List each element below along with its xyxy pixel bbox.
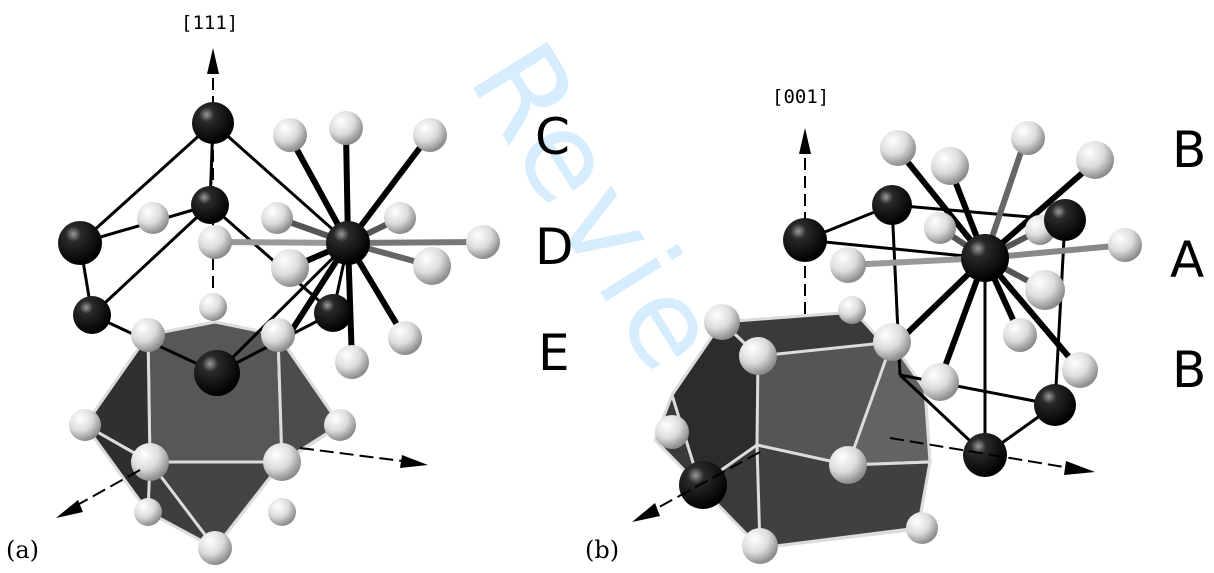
light-atom xyxy=(1062,352,1098,388)
light-atom xyxy=(704,304,740,340)
light-atom xyxy=(838,296,866,324)
light-atoms-b xyxy=(655,121,1142,564)
light-atom xyxy=(924,212,956,244)
dark-atom xyxy=(73,296,111,334)
dark-atoms-a xyxy=(58,102,370,396)
light-atom xyxy=(271,249,309,287)
dark-atom xyxy=(58,221,102,265)
light-atom xyxy=(1003,318,1037,352)
light-atom xyxy=(324,409,356,441)
light-atom xyxy=(388,321,422,355)
light-atom xyxy=(261,318,295,352)
light-atom xyxy=(873,323,911,361)
dark-atoms-b xyxy=(679,185,1086,509)
light-atom xyxy=(261,202,293,234)
light-atom xyxy=(921,363,959,401)
light-atom xyxy=(69,409,101,441)
dark-atom xyxy=(1034,384,1076,426)
axis-b-left-arrow-icon xyxy=(632,503,660,522)
light-atom xyxy=(199,293,227,321)
dark-atom xyxy=(194,350,240,396)
dark-atom xyxy=(872,185,912,225)
axis-label-111: [111] xyxy=(181,12,239,34)
panel-a xyxy=(56,48,500,565)
layer-label-a-bottom: E xyxy=(538,324,570,382)
light-atom xyxy=(335,345,369,379)
axis-a-right xyxy=(299,447,411,463)
axis-111-arrow-icon xyxy=(207,48,219,74)
light-atom xyxy=(131,318,165,352)
panel-b xyxy=(632,121,1142,564)
dark-atom xyxy=(192,102,234,144)
light-atom xyxy=(931,147,969,185)
dark-atom xyxy=(326,221,370,265)
axis-b-left xyxy=(649,451,761,513)
light-atom xyxy=(1076,141,1114,179)
dark-atom xyxy=(191,186,229,224)
dark-atom xyxy=(963,433,1007,477)
light-atom xyxy=(1108,228,1142,262)
dark-atom xyxy=(783,218,827,262)
light-atom xyxy=(198,531,232,565)
axis-label-001: [001] xyxy=(772,86,830,108)
light-atom xyxy=(1025,270,1065,310)
axis-001-arrow-icon xyxy=(799,128,811,154)
dark-atom xyxy=(961,234,1009,282)
axis-a-left-arrow-icon xyxy=(56,500,83,518)
axis-b-right xyxy=(889,437,1071,469)
layer-label-b-bottom: B xyxy=(1172,341,1207,399)
light-atom xyxy=(273,118,307,152)
light-atom xyxy=(131,443,169,481)
layer-label-b-top: B xyxy=(1172,121,1207,179)
light-atom xyxy=(384,202,416,234)
dark-atom xyxy=(314,294,352,332)
layer-label-b-middle: A xyxy=(1170,231,1205,289)
light-atom xyxy=(1011,121,1045,155)
axis-a-left xyxy=(71,469,141,509)
light-atom xyxy=(655,415,689,449)
panel-label-b: (b) xyxy=(585,536,620,564)
dark-atom xyxy=(679,461,727,509)
light-atom xyxy=(830,247,866,283)
light-atom xyxy=(829,446,867,484)
light-atoms-a xyxy=(69,111,500,565)
light-atom xyxy=(742,528,778,564)
light-atom xyxy=(137,202,169,234)
light-atom xyxy=(906,512,938,544)
light-atom xyxy=(739,337,777,375)
panel-label-a: (a) xyxy=(6,536,40,564)
light-atom xyxy=(134,498,162,526)
dark-atom xyxy=(1044,199,1086,241)
axis-a-right-arrow-icon xyxy=(400,455,428,468)
light-atom xyxy=(466,225,500,259)
light-atom xyxy=(413,118,447,152)
light-atom xyxy=(880,130,916,166)
axis-b-right-arrow-icon xyxy=(1064,461,1095,475)
light-atom xyxy=(268,498,296,526)
light-atom xyxy=(198,225,232,259)
light-atom xyxy=(413,247,451,285)
light-atom xyxy=(329,111,363,145)
light-atom xyxy=(263,443,301,481)
layer-label-a-middle: D xyxy=(535,218,574,276)
layer-label-a-top: C xyxy=(535,108,570,166)
